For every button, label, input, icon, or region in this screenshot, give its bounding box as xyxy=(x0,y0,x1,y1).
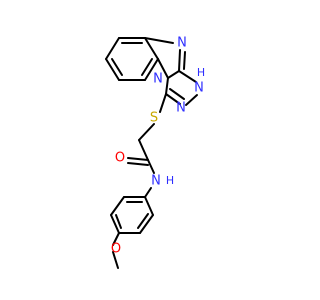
n-imidazole-label: N xyxy=(177,36,187,51)
bonds xyxy=(105,37,198,269)
bond xyxy=(112,251,119,269)
n-triazole-h-label: N xyxy=(194,81,204,96)
bond xyxy=(144,187,152,198)
bond xyxy=(105,37,120,60)
bond xyxy=(139,214,154,234)
bond xyxy=(185,94,198,106)
bond xyxy=(144,58,159,81)
bond xyxy=(137,213,149,229)
bond xyxy=(110,196,125,216)
h-triazole-label: H xyxy=(197,66,205,79)
bond xyxy=(110,214,120,234)
n-triazole-label: N xyxy=(176,101,186,116)
bond xyxy=(147,159,155,174)
bond xyxy=(144,37,174,44)
bond xyxy=(111,58,123,76)
bond xyxy=(144,196,154,216)
bond xyxy=(127,162,149,166)
n-bridge-label: N xyxy=(153,72,163,87)
bond xyxy=(138,123,155,141)
bond xyxy=(138,139,149,161)
bond xyxy=(183,51,186,70)
h-amide-label: H xyxy=(166,174,174,187)
bond xyxy=(112,232,120,246)
bond xyxy=(159,93,167,113)
bond xyxy=(165,93,181,105)
n-amide-label: N xyxy=(151,174,161,189)
bond xyxy=(127,157,149,161)
bond xyxy=(167,70,180,79)
s-thioether-label: S xyxy=(150,111,158,126)
atom-labels: N N N H N S O N H O xyxy=(111,36,205,257)
bond xyxy=(178,49,181,72)
bond xyxy=(105,58,120,81)
o-carbonyl-label: O xyxy=(115,151,125,166)
bond xyxy=(141,58,153,76)
o-methoxy-label: O xyxy=(111,242,121,257)
bond xyxy=(115,214,122,229)
molecule-structure: N N N H N S O N H O xyxy=(105,36,205,269)
bond xyxy=(165,77,169,95)
bond xyxy=(144,37,159,60)
bond xyxy=(169,88,185,100)
bond xyxy=(157,58,169,79)
bond xyxy=(178,70,197,83)
